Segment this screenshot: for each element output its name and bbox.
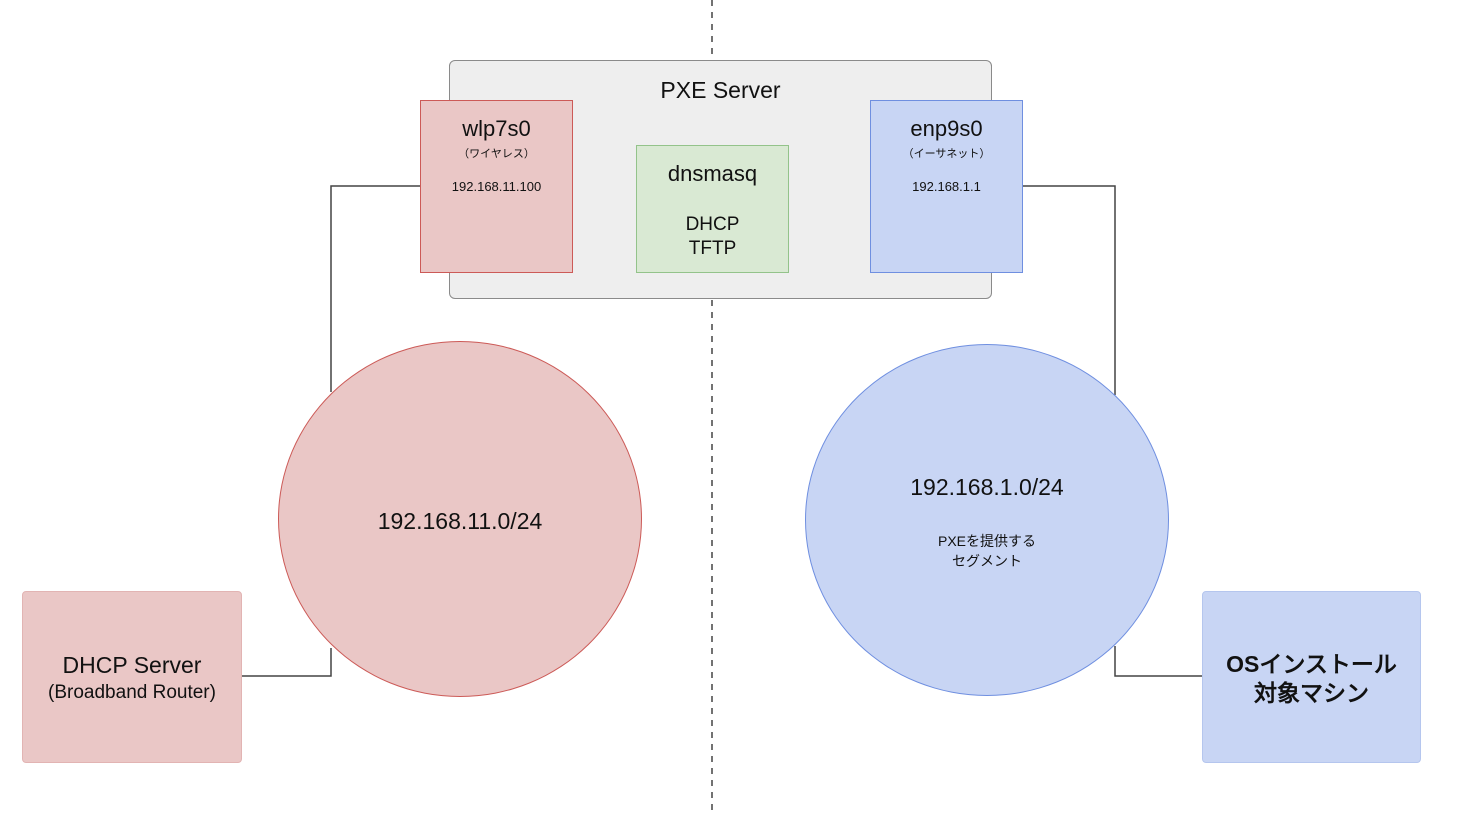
pxe-server-title: PXE Server bbox=[660, 77, 781, 103]
wlp7s0-type: （ワイヤレス） bbox=[458, 148, 535, 160]
dnsmasq-service-tftp: TFTP bbox=[688, 238, 737, 259]
pxe-segment-note: PXEを提供する セグメント bbox=[806, 531, 1168, 571]
enp9s0-ip: 192.168.1.1 bbox=[912, 179, 981, 194]
connector-enp9s0-to-pxe-segment bbox=[1023, 185, 1116, 395]
enp9s0-interface: enp9s0 （イーサネット） 192.168.1.1 bbox=[870, 100, 1023, 273]
pxe-segment-note-line-2: セグメント bbox=[952, 553, 1022, 569]
os-install-target-box: OSインストール 対象マシン bbox=[1202, 591, 1421, 763]
connector-os-target-to-pxe-segment bbox=[1114, 646, 1202, 677]
wlp7s0-interface: wlp7s0 （ワイヤレス） 192.168.11.100 bbox=[420, 100, 573, 273]
dnsmasq-title: dnsmasq bbox=[667, 161, 758, 186]
enp9s0-type: （イーサネット） bbox=[902, 148, 991, 160]
os-target-line-2: 対象マシン bbox=[1254, 680, 1369, 706]
dnsmasq-box: dnsmasq DHCP TFTP bbox=[636, 145, 789, 273]
enp9s0-name: enp9s0 bbox=[910, 116, 983, 141]
connector-dhcp-to-wireless-segment bbox=[242, 648, 332, 677]
wireless-segment-label: 192.168.11.0/24 bbox=[377, 508, 543, 534]
pxe-segment-label: 192.168.1.0/24 bbox=[910, 474, 1064, 500]
wlp7s0-ip: 192.168.11.100 bbox=[451, 179, 542, 194]
dnsmasq-service-dhcp: DHCP bbox=[685, 214, 740, 235]
os-target-line-1: OSインストール bbox=[1226, 651, 1397, 677]
wireless-segment-circle: 192.168.11.0/24 bbox=[278, 341, 642, 697]
wlp7s0-name: wlp7s0 bbox=[462, 116, 531, 141]
dhcp-server-title: DHCP Server bbox=[62, 652, 202, 678]
dhcp-server-subtitle: (Broadband Router) bbox=[48, 682, 216, 703]
dhcp-server-box: DHCP Server (Broadband Router) bbox=[22, 591, 242, 763]
connector-wlp7s0-to-wireless-segment bbox=[330, 185, 420, 392]
pxe-segment-note-line-1: PXEを提供する bbox=[937, 533, 1036, 549]
pxe-segment-circle: 192.168.1.0/24 PXEを提供する セグメント bbox=[805, 344, 1169, 696]
